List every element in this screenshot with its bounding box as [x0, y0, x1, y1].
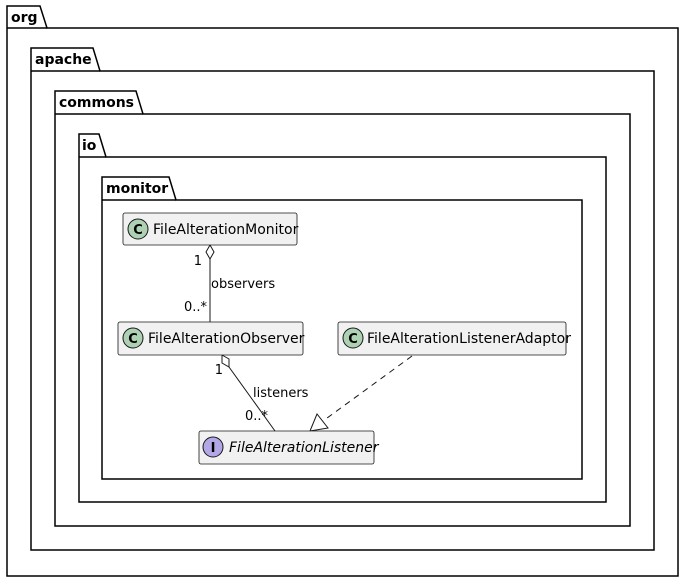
interface-badge-letter: I	[211, 441, 216, 456]
observers-to-multiplicity: 0..*	[184, 300, 208, 315]
package-io-label: io	[82, 138, 97, 154]
class-name: FileAlterationListenerAdaptor	[367, 331, 571, 347]
package-commons-label: commons	[59, 95, 134, 111]
class-badge-letter: C	[133, 223, 143, 238]
interface-file-alteration-listener[interactable]: I FileAlterationListener	[198, 430, 380, 465]
aggregation-diamond-icon	[221, 354, 230, 368]
class-badge-letter: C	[128, 332, 138, 347]
class-name: FileAlterationMonitor	[153, 222, 299, 238]
listeners-label: listeners	[253, 386, 309, 401]
package-apache-label: apache	[35, 52, 92, 68]
class-badge-icon	[342, 327, 364, 349]
class-file-alteration-observer[interactable]: C FileAlterationObserver	[117, 321, 305, 356]
listeners-association: 1 listeners 0..*	[215, 354, 309, 432]
package-org-label: org	[11, 10, 38, 26]
listeners-from-multiplicity: 1	[215, 363, 223, 378]
interface-name: FileAlterationListener	[229, 440, 380, 456]
class-name: FileAlterationObserver	[148, 331, 305, 347]
class-badge-icon	[127, 218, 149, 240]
class-badge-letter: C	[348, 332, 358, 347]
observers-label: observers	[211, 277, 275, 292]
realization-edge	[309, 355, 413, 432]
observers-from-multiplicity: 1	[194, 254, 202, 269]
listeners-to-multiplicity: 0..*	[245, 409, 269, 424]
interface-badge-icon	[202, 436, 224, 458]
observers-association: 1 observers 0..*	[184, 243, 275, 322]
class-file-alteration-listener-adaptor[interactable]: C FileAlterationListenerAdaptor	[337, 321, 571, 356]
package-monitor-label: monitor	[106, 181, 168, 197]
class-file-alteration-monitor[interactable]: C FileAlterationMonitor	[122, 212, 299, 246]
class-badge-icon	[122, 327, 144, 349]
aggregation-diamond-icon	[205, 243, 215, 261]
realization-arrowhead-icon	[309, 413, 329, 432]
